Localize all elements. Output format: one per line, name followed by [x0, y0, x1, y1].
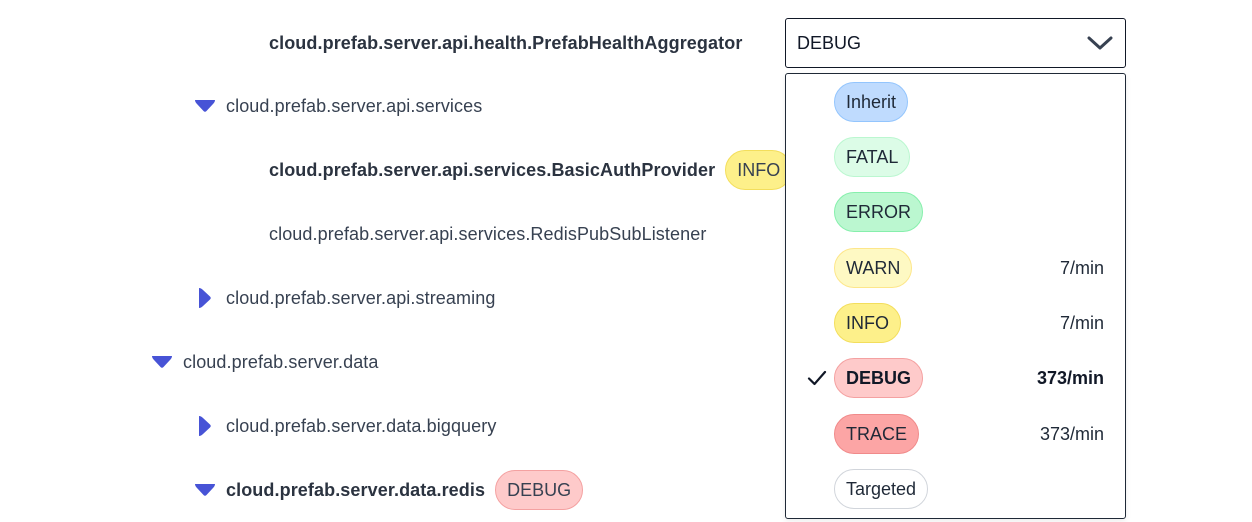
level-pill: Inherit	[834, 82, 909, 122]
chevron-down-icon[interactable]	[1087, 34, 1113, 57]
logger-name: cloud.prefab.server.data.redis	[226, 479, 486, 500]
level-option-debug[interactable]: DEBUG 373/min	[786, 356, 1125, 400]
level-option-targeted[interactable]: Targeted	[786, 467, 1125, 511]
logger-row[interactable]: cloud.prefab.server.data.redis DEBUG	[194, 470, 584, 510]
caret-right-icon[interactable]	[194, 415, 216, 437]
log-level-select[interactable]: DEBUG	[785, 18, 1126, 68]
level-option-warn[interactable]: WARN 7/min	[786, 246, 1125, 290]
level-pill: TRACE	[834, 414, 920, 454]
level-pill: DEBUG	[834, 358, 924, 398]
level-option-info[interactable]: INFO 7/min	[786, 301, 1125, 345]
level-pill: INFO	[834, 303, 901, 343]
level-badge: DEBUG	[495, 470, 584, 510]
level-rate: 373/min	[1036, 367, 1104, 388]
logger-name: cloud.prefab.server.data	[183, 351, 379, 372]
logger-name: cloud.prefab.server.api.services.RedisPu…	[269, 223, 707, 244]
level-rate: 373/min	[1039, 423, 1104, 444]
level-option-trace[interactable]: TRACE 373/min	[786, 412, 1125, 456]
level-pill: ERROR	[834, 192, 924, 232]
logger-row[interactable]: cloud.prefab.server.data.bigquery	[194, 406, 496, 446]
check-icon	[806, 367, 828, 389]
level-option-inherit[interactable]: Inherit	[786, 80, 1125, 124]
logger-name: cloud.prefab.server.api.streaming	[226, 287, 496, 308]
caret-down-icon[interactable]	[151, 351, 173, 373]
caret-down-icon[interactable]	[194, 95, 216, 117]
level-pill: FATAL	[834, 137, 911, 177]
level-rate: 7/min	[1059, 312, 1104, 333]
logger-row[interactable]: cloud.prefab.server.api.services.BasicAu…	[269, 150, 793, 190]
level-pill: WARN	[834, 248, 913, 288]
level-rate: 7/min	[1059, 257, 1104, 278]
logger-name: cloud.prefab.server.api.health.PrefabHea…	[269, 32, 743, 53]
logger-row[interactable]: cloud.prefab.server.api.health.PrefabHea…	[269, 23, 742, 63]
logger-name: cloud.prefab.server.data.bigquery	[226, 415, 497, 436]
level-option-error[interactable]: ERROR	[786, 190, 1125, 234]
level-pill: Targeted	[834, 469, 929, 509]
logger-name: cloud.prefab.server.api.services	[226, 95, 483, 116]
select-value: DEBUG	[797, 32, 862, 53]
level-badge: INFO	[725, 150, 793, 190]
caret-right-icon[interactable]	[194, 287, 216, 309]
log-level-dropdown: Inherit FATAL ERROR WARN 7/min INFO 7/mi…	[785, 73, 1126, 519]
logger-row[interactable]: cloud.prefab.server.api.services	[194, 86, 482, 126]
logger-row[interactable]: cloud.prefab.server.api.services.RedisPu…	[269, 214, 706, 254]
caret-down-icon[interactable]	[194, 479, 216, 501]
logger-row[interactable]: cloud.prefab.server.data	[151, 342, 379, 382]
logger-name: cloud.prefab.server.api.services.BasicAu…	[269, 159, 716, 180]
level-option-fatal[interactable]: FATAL	[786, 135, 1125, 179]
logger-row[interactable]: cloud.prefab.server.api.streaming	[194, 278, 495, 318]
